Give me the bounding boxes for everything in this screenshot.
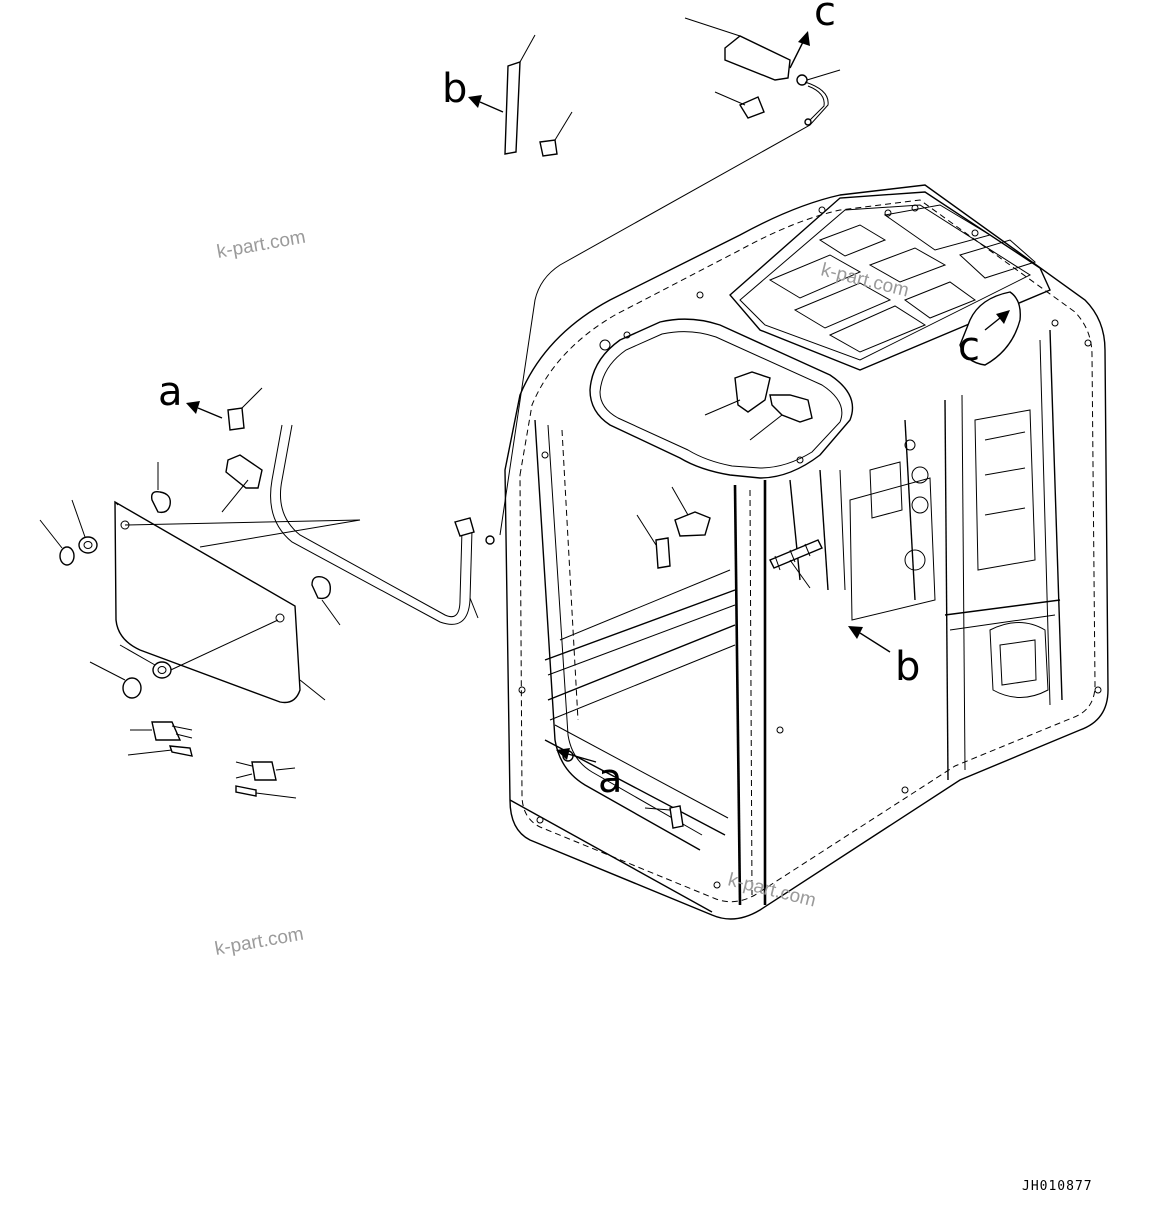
- callout-a-left: a: [158, 369, 183, 415]
- watermark: k-part.com: [213, 924, 305, 960]
- left-parts: [39, 387, 479, 799]
- watermark: k-part.com: [215, 227, 307, 263]
- callout-a-cab: a: [598, 756, 623, 802]
- callout-b-cab: b: [895, 644, 920, 690]
- watermark: k-part.com: [726, 869, 818, 911]
- cab-frame: [504, 184, 1109, 920]
- arrows: [186, 31, 1010, 763]
- watermark: k-part.com: [819, 259, 911, 301]
- top-parts: [485, 17, 841, 545]
- callout-c-top: c: [814, 0, 836, 35]
- cab-interior-parts: [562, 291, 1021, 829]
- callout-b-top: b: [442, 66, 467, 112]
- drawing-code: JH010877: [1022, 1179, 1093, 1194]
- callout-c-cab: c: [958, 324, 980, 370]
